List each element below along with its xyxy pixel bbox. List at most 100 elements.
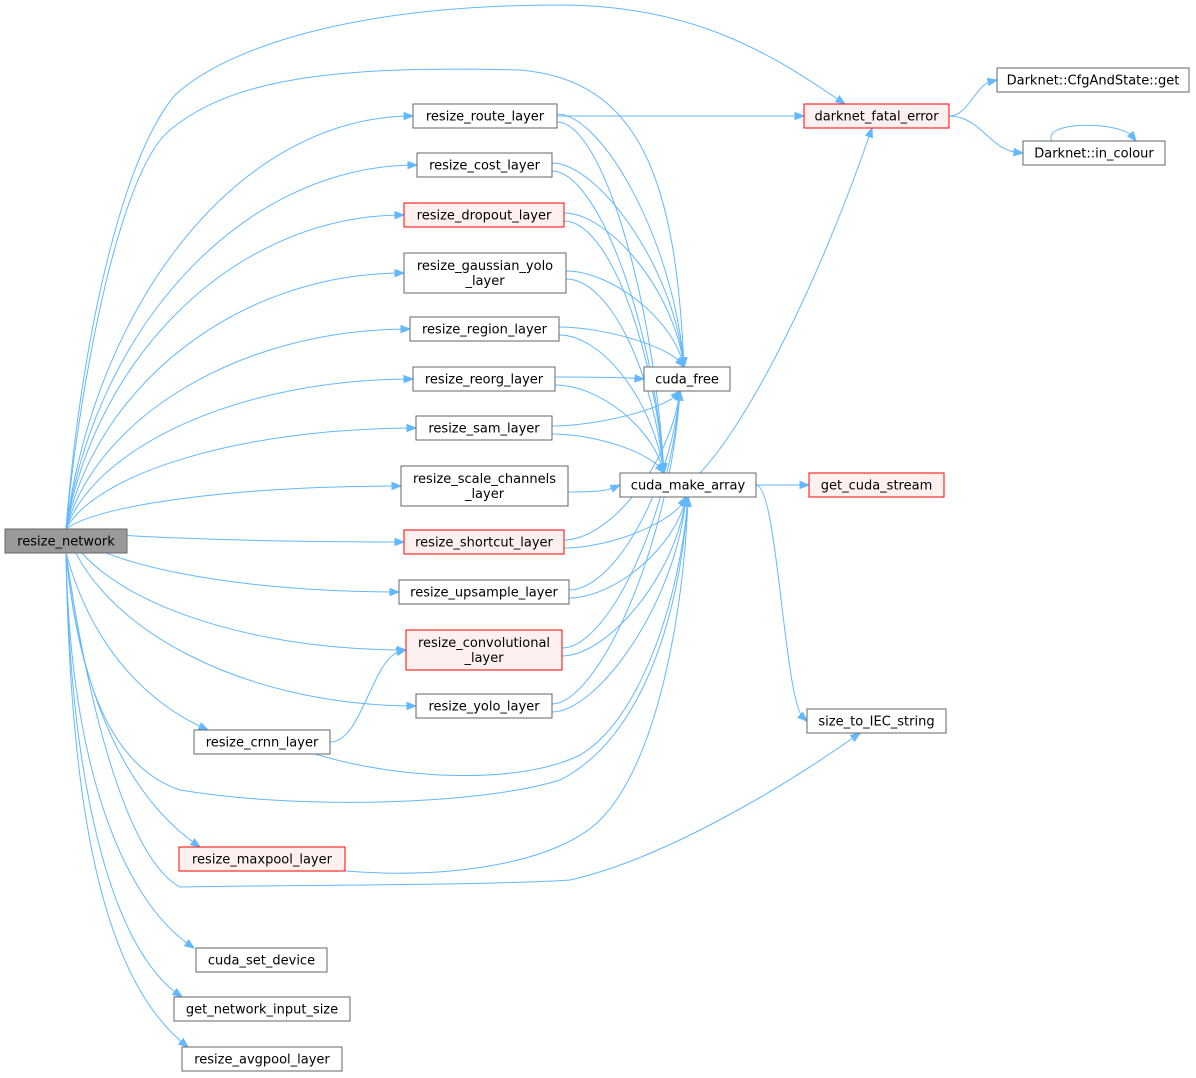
edge-resize_network-to-resize_cost_layer: [65, 160, 419, 530]
node-label: get_cuda_stream: [821, 479, 933, 494]
edge-line: [554, 376, 645, 380]
edge-line: [65, 68, 685, 530]
node-resize_gaussian_yolo_layer[interactable]: resize_gaussian_yolo_layer: [403, 252, 567, 294]
node-resize_maxpool_layer[interactable]: resize_maxpool_layer: [178, 846, 346, 872]
node-label: resize_reorg_layer: [425, 373, 544, 388]
node-resize_dropout_layer[interactable]: resize_dropout_layer: [403, 202, 565, 228]
node-box: [996, 67, 1190, 93]
node-label: resize_sam_layer: [428, 422, 540, 437]
node-cuda_set_device[interactable]: cuda_set_device: [195, 947, 328, 973]
node-label: resize_gaussian_yolo: [417, 259, 553, 274]
node-resize_network[interactable]: resize_network: [4, 528, 128, 554]
edge-arrowhead: [849, 732, 862, 742]
edge-line: [551, 390, 681, 705]
node-cuda_free[interactable]: cuda_free: [643, 366, 731, 392]
node-cuda_make_array[interactable]: cuda_make_array: [619, 472, 757, 498]
edge-arrowhead: [391, 481, 403, 491]
edge-line: [65, 214, 405, 530]
edge-resize_reorg_layer-to-cuda_make_array: [554, 384, 666, 475]
node-size_to_IEC_string[interactable]: size_to_IEC_string: [806, 708, 947, 734]
node-label: resize_upsample_layer: [410, 586, 558, 601]
edge-line: [568, 390, 681, 591]
edge-resize_route_layer-to-cuda_make_array: [556, 121, 668, 475]
edge-line: [65, 115, 414, 530]
edge-line: [561, 496, 687, 657]
edge-line: [65, 528, 417, 707]
node-resize_shortcut_layer[interactable]: resize_shortcut_layer: [403, 529, 565, 555]
edge-cuda_make_array-to-darknet_fatal_error: [699, 126, 873, 474]
edge-arrowhead: [794, 111, 806, 121]
edge-resize_sam_layer-to-cuda_make_array: [551, 433, 665, 475]
edge-resize_network-to-resize_avgpool_layer: [65, 552, 190, 1048]
edge-resize_network-to-resize_crnn_layer: [65, 552, 210, 731]
node-resize_scale_channels_layer[interactable]: resize_scale_channels_layer: [400, 465, 569, 507]
node-resize_avgpool_layer[interactable]: resize_avgpool_layer: [181, 1046, 343, 1072]
node-resize_region_layer[interactable]: resize_region_layer: [409, 316, 560, 342]
edge-resize_dropout_layer-to-cuda_make_array: [563, 220, 668, 475]
edge-resize_cost_layer-to-cuda_make_array: [551, 170, 668, 475]
node-label: _layer: [464, 274, 505, 289]
edge-resize_network-to-resize_route_layer: [65, 111, 415, 530]
edge-arrowhead: [864, 126, 873, 139]
node-box: [173, 996, 351, 1022]
edge-arrowhead: [675, 389, 684, 401]
node-label: cuda_set_device: [208, 954, 315, 969]
edge-resize_crnn_layer-to-resize_convolutional_layer: [329, 647, 408, 743]
node-label: cuda_free: [655, 373, 719, 388]
edge-arrowhead: [407, 160, 419, 170]
edge-arrowhead: [1013, 147, 1025, 157]
edge-line: [551, 433, 665, 474]
node-resize_convolutional_layer[interactable]: resize_convolutional_layer: [405, 629, 563, 671]
edge-arrowhead: [403, 111, 415, 121]
edge-line: [699, 127, 873, 474]
node-resize_reorg_layer[interactable]: resize_reorg_layer: [412, 366, 556, 392]
edge-resize_route_layer-to-darknet_fatal_error: [557, 111, 806, 121]
edge-line: [65, 496, 689, 803]
node-box: [415, 415, 553, 441]
node-resize_crnn_layer[interactable]: resize_crnn_layer: [193, 729, 331, 755]
edge-darknet_in_colour-to-darknet_in_colour: [1050, 124, 1137, 143]
edge-line: [563, 220, 665, 474]
edge-line: [65, 552, 183, 998]
node-label: resize_convolutional: [418, 636, 550, 651]
node-box: [178, 846, 346, 872]
edge-line: [568, 496, 687, 599]
node-get_network_input_size[interactable]: get_network_input_size: [173, 996, 351, 1022]
edge-arrowhead: [799, 480, 811, 490]
edge-arrowhead: [654, 462, 665, 475]
edge-line: [558, 326, 685, 368]
node-darknet_fatal_error[interactable]: darknet_fatal_error: [803, 103, 950, 129]
node-label: darknet_fatal_error: [814, 110, 939, 125]
node-box: [195, 947, 328, 973]
node-get_cuda_stream[interactable]: get_cuda_stream: [808, 472, 945, 498]
node-resize_route_layer[interactable]: resize_route_layer: [412, 103, 558, 129]
node-resize_upsample_layer[interactable]: resize_upsample_layer: [398, 579, 570, 605]
edge-line: [65, 552, 209, 731]
edge-line: [556, 113, 685, 368]
edge-resize_reorg_layer-to-cuda_free: [554, 374, 646, 383]
node-darknet_cfgandstate_get[interactable]: Darknet::CfgAndState::get: [996, 67, 1190, 93]
edge-line: [65, 528, 407, 651]
nodes-layer: resize_network resize_route_layer resize_c…: [4, 67, 1190, 1072]
node-darknet_in_colour[interactable]: Darknet::in_colour: [1022, 140, 1166, 166]
node-resize_cost_layer[interactable]: resize_cost_layer: [416, 152, 553, 178]
edge-arrowhead: [394, 268, 406, 278]
node-resize_yolo_layer[interactable]: resize_yolo_layer: [415, 693, 553, 719]
node-label: resize_avgpool_layer: [194, 1053, 330, 1068]
edge-line: [551, 170, 665, 474]
node-resize_sam_layer[interactable]: resize_sam_layer: [415, 415, 553, 441]
edge-arrowhead: [183, 939, 196, 949]
edge-resize_yolo_layer-to-cuda_make_array: [551, 495, 690, 713]
edge-arrowhead: [797, 711, 809, 722]
edge-arrowhead: [171, 988, 184, 998]
edge-line: [565, 270, 685, 368]
edge-line: [551, 390, 681, 427]
node-label: Darknet::in_colour: [1034, 147, 1154, 162]
edge-arrowhead: [406, 701, 418, 711]
edge-line: [329, 649, 407, 743]
edge-arrowhead: [394, 210, 406, 220]
node-label: size_to_IEC_string: [818, 715, 934, 730]
edge-arrowhead: [834, 95, 847, 105]
edge-line: [565, 278, 665, 474]
